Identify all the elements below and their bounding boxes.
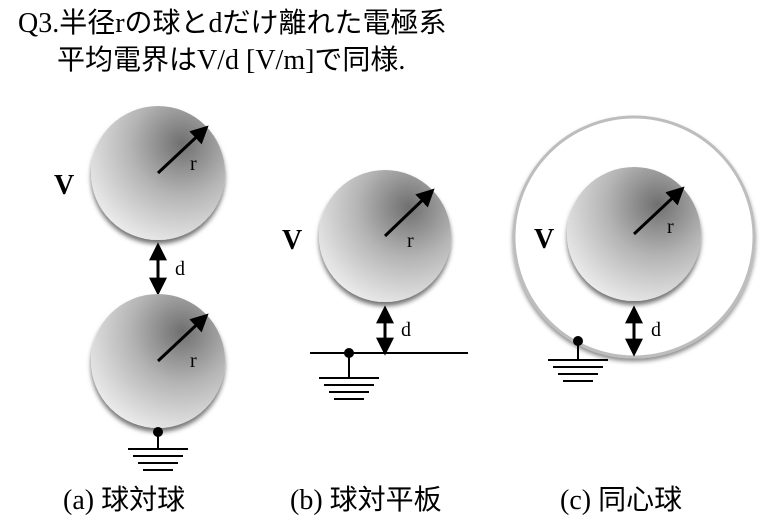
voltage-label-c: V — [534, 224, 554, 255]
diagram-b: r V d (b) 球対平板 — [282, 170, 468, 516]
caption-c: (c) 同心球 — [560, 484, 682, 516]
radius-label-a-lower: r — [190, 350, 197, 372]
radius-arrow-a-upper — [156, 125, 209, 175]
voltage-label-a: V — [54, 170, 74, 201]
title-line-2: 平均電界はV/d [V/m]で同様. — [57, 45, 406, 76]
radius-arrow-c — [632, 186, 685, 236]
ground-symbol-b — [319, 348, 379, 400]
radius-arrow-a-lower — [156, 313, 209, 363]
voltage-label-b: V — [282, 225, 302, 256]
diagram-c: r V d (c) 同心球 — [512, 115, 756, 516]
ground-symbol-a — [128, 427, 188, 471]
distance-label-c: d — [651, 319, 661, 341]
title-line-1: Q3.半径rの球とdだけ離れた電極系 — [18, 8, 447, 39]
distance-label-a: d — [175, 258, 185, 280]
ground-symbol-c — [548, 336, 608, 382]
caption-b: (b) 球対平板 — [290, 484, 442, 516]
radius-label-c: r — [667, 216, 674, 238]
caption-a: (a) 球対球 — [63, 484, 185, 516]
distance-label-b: d — [401, 319, 411, 341]
radius-label-a-upper: r — [190, 153, 197, 175]
radius-label-b: r — [407, 230, 414, 252]
radius-arrow-b — [383, 188, 435, 238]
diagram-a: r V d r (a) 球対球 — [54, 106, 225, 516]
